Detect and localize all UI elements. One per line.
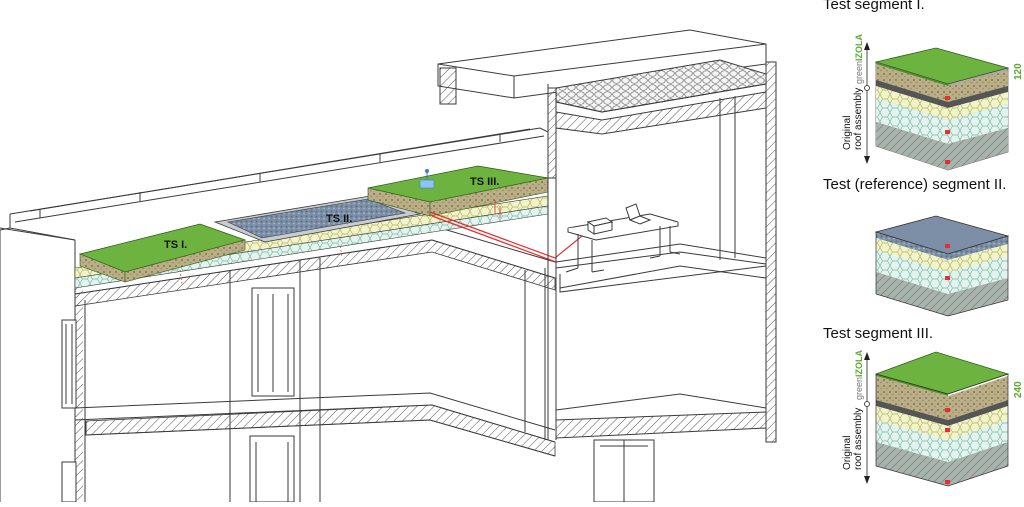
segment-2-title: Test (reference) segment II. xyxy=(823,176,1007,193)
segment-3-original-line1: Original xyxy=(842,436,853,470)
segment-1-brand-prefix: greenIZOLA xyxy=(854,33,864,84)
segment-3-brand-prefix: greenIZOLA xyxy=(854,349,864,400)
segment-3-title: Test segment III. xyxy=(823,325,934,342)
rooftop-room xyxy=(437,29,777,503)
ts2-label: TS II. xyxy=(326,213,352,225)
ts3-label: TS III. xyxy=(470,176,499,188)
segment-1-thickness: 120 xyxy=(1013,63,1024,80)
segment-1-original-line1: Original xyxy=(842,116,853,150)
data-logger-icon xyxy=(586,217,614,235)
test-segment-1-roof: TS I. xyxy=(78,223,247,283)
slab-hatch xyxy=(74,239,556,457)
segment-1-original-line2: roof assembly xyxy=(853,88,864,150)
ts1-label: TS I. xyxy=(164,239,187,251)
test-segment-2-roof: TS II. xyxy=(213,195,422,243)
segment-1-block: greenIZOLA 120 Original roof assembly xyxy=(842,33,1024,171)
measurement-cable xyxy=(179,200,583,285)
weather-station-icon xyxy=(419,169,435,189)
measurement-desk xyxy=(565,203,681,273)
test-segment-3-roof: TS III. xyxy=(367,165,549,217)
segment-1-title: Test segment I. xyxy=(823,0,925,13)
segment-3-block: greenIZOLA 240 Original roof assembly xyxy=(842,349,1024,487)
laptop-icon xyxy=(625,203,652,225)
segment-3-thickness: 240 xyxy=(1013,381,1024,398)
segment-3-original-line2: roof assembly xyxy=(853,408,864,470)
segment-2-block xyxy=(874,215,1010,317)
